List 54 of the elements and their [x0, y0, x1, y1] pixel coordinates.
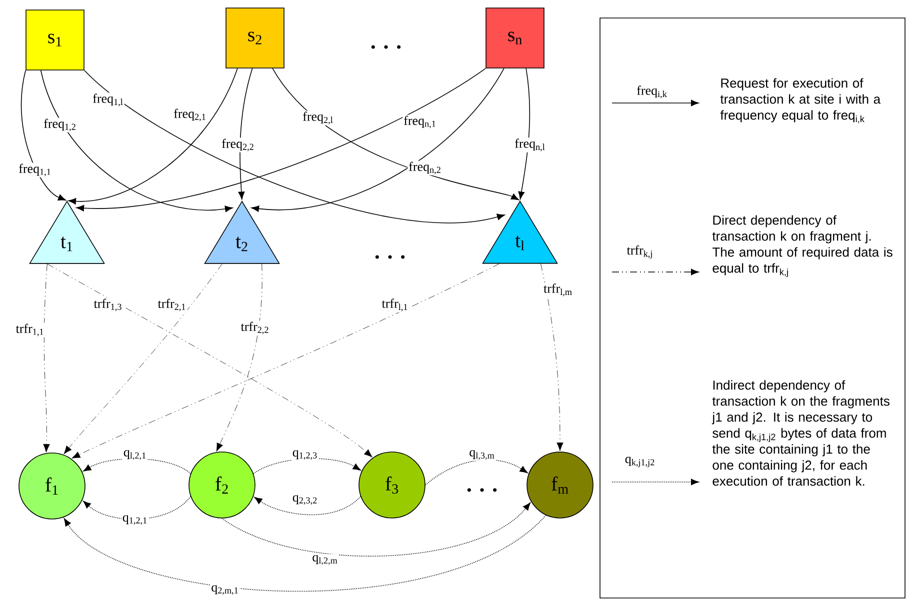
edge-label: freq$_{1,l}$ [92, 92, 124, 108]
edge-label: q$_{l,3,m}$ [468, 449, 496, 461]
edge-label: trfr$_{l,m}$ [542, 282, 574, 298]
ellipsis: . . . [375, 255, 405, 259]
arrow [238, 68, 253, 200]
edge-label: freq$_{n,1}$ [402, 114, 438, 130]
arrow [40, 70, 233, 212]
legend-text: Direct dependency of transaction k on fragment j. The amount of required data is equal to trfr$_{k,j}$ [712, 215, 892, 277]
arrow [64, 514, 546, 592]
arrow [83, 496, 192, 520]
edge-label: freq$_{n,2}$ [408, 160, 442, 176]
arrow [251, 68, 504, 212]
edge-label: q$_{2,3,2}$ [291, 494, 319, 506]
arrow [540, 264, 564, 451]
site-box: s$_{2}$ [226, 8, 284, 68]
edge-label: trfr$_{2,1}$ [156, 298, 188, 312]
edge-label: trfr$_{2,2}$ [240, 320, 270, 336]
edge-label: q$_{1,2,3}$ [291, 449, 319, 461]
arrow [518, 68, 530, 200]
edge-label: freq$_{1,1}$ [18, 162, 52, 178]
arrow [46, 264, 372, 458]
arrow [20, 70, 66, 200]
site-box: s$_{1}$ [26, 10, 84, 70]
arrow [72, 264, 500, 458]
arrow [222, 502, 530, 556]
edge-label: freq$_{2,l}$ [302, 110, 334, 126]
sample-label: freq$_{i,k}$ [637, 86, 667, 98]
edge-label: q$_{l,2,1}$ [122, 449, 148, 461]
edge-label: q$_{1,2,1}$ [121, 514, 149, 526]
arrow [64, 264, 222, 454]
legend-text: Indirect dependency of transaction k on the fragments j1 and j2. It is necessary to send q$_{k,j1,j2}$ bytes of data from the site containing j1 to the one containing j2, for each execution of transaction k. [712, 380, 890, 486]
arrow [83, 458, 192, 474]
arrow [254, 496, 362, 516]
edge-label: freq$_{2,2}$ [220, 138, 256, 152]
edge-label: freq$_{1,2}$ [42, 118, 78, 132]
edge-label: trfr$_{1,1}$ [14, 322, 46, 338]
ellipsis: . . . [467, 488, 497, 492]
ellipsis: . . . [371, 45, 401, 49]
sample-label: trfr$_{k,j}$ [626, 245, 652, 259]
edge-label: trfr$_{1,3}$ [92, 298, 124, 312]
legend-text: Request for execution of transaction k at site i with a frequency equal to freq$_{i,k}$ [720, 78, 881, 124]
edge-label: freq$_{2,1}$ [172, 108, 208, 122]
site-box: s$_{n}$ [486, 8, 544, 68]
transaction-triangle: t$_{l}$ [482, 200, 558, 264]
arrow [252, 458, 361, 474]
edge-label: q$_{l,2,m}$ [311, 554, 339, 566]
edge-label: q$_{2,m,1}$ [210, 584, 240, 596]
arrow [43, 264, 50, 452]
edge-label: freq$_{n,l}$ [514, 138, 546, 152]
arrow [68, 68, 238, 204]
arrow [425, 460, 528, 486]
edge-label: trfr$_{l,1}$ [380, 298, 410, 312]
sample-label: q$_{k,j1,j2}$ [625, 456, 654, 468]
arrow [216, 264, 262, 452]
